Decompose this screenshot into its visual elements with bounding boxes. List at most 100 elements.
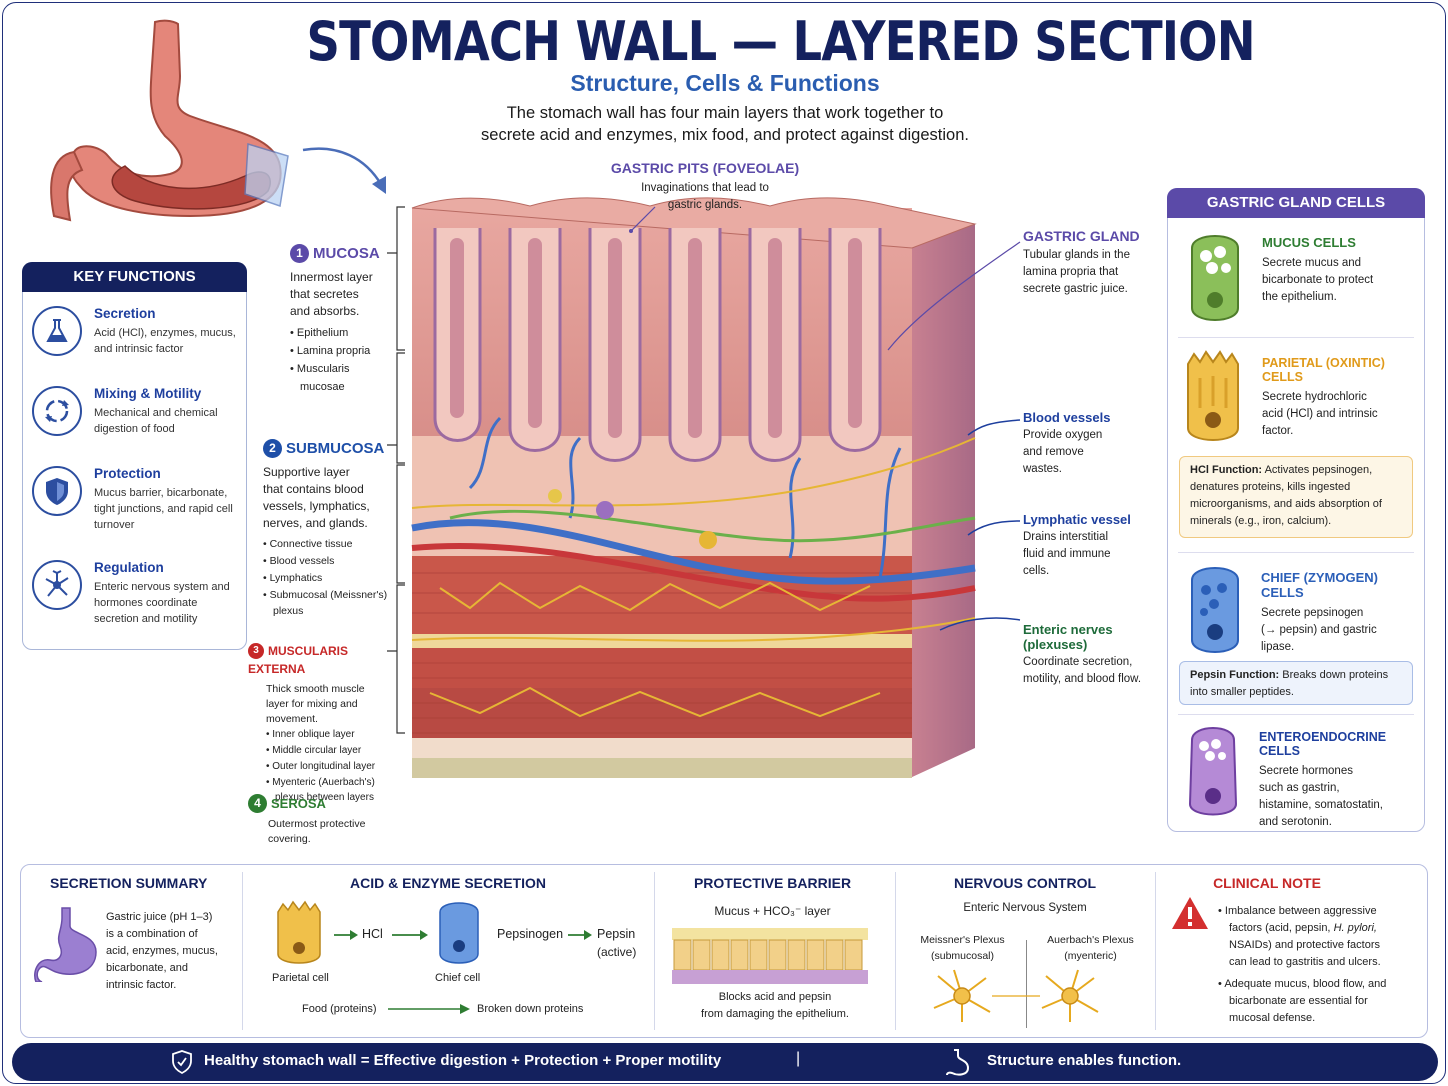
cell-text: bicarbonate to protect — [1262, 274, 1374, 286]
stomach-illustration — [50, 19, 289, 222]
function-text: Mechanical and chemical digestion of foo… — [94, 407, 218, 435]
function-title: Secretion — [94, 306, 156, 321]
block-side-face — [910, 224, 975, 778]
lymph-node — [548, 489, 562, 503]
layer-bullet: Muscularis — [296, 363, 350, 375]
layer-desc: that contains blood — [263, 482, 364, 496]
layer-desc: movement. — [266, 713, 318, 725]
intro-text: The stomach wall has four main layers th… — [430, 102, 1020, 146]
auerbach-label: Auerbach's Plexus (myenteric) — [1033, 932, 1148, 964]
cell-text: Secrete hydrochloric — [1262, 391, 1367, 403]
cell-text: Secrete pepsinogen — [1261, 607, 1364, 619]
layer-bullet: Outer longitudinal layer — [272, 761, 376, 772]
parietal-cell-small-icon — [277, 900, 321, 964]
food-proteins-label: Food (proteins) — [302, 1003, 377, 1015]
clinical-line: bicarbonate are essential for — [1229, 995, 1368, 1007]
vein-vessel — [411, 519, 976, 585]
page-title: STOMACH WALL — LAYERED SECTION — [306, 10, 1256, 73]
clinical-line: NSAIDs) and protective factors — [1229, 939, 1381, 951]
callout-title: GASTRIC PITS (FOVEOLAE) — [610, 160, 800, 176]
barrier-line: Blocks acid and pepsin — [718, 991, 832, 1003]
enteroendocrine-entry: ENTEROENDOCRINE CELLS Secrete hormones s… — [1259, 730, 1419, 831]
enteric-nerves-callout: Enteric nerves (plexuses) Coordinate sec… — [1023, 622, 1163, 688]
plexus-type: (submucosal) — [930, 950, 995, 962]
serosa-layer — [412, 738, 912, 758]
cell-title: CHIEF (ZYMOGEN) CELLS — [1261, 570, 1378, 600]
mucus-cells-entry: MUCUS CELLS Secrete mucus and bicarbonat… — [1262, 235, 1422, 306]
cell-text: acid (HCl) and intrinsic — [1262, 408, 1378, 420]
layer-desc: Innermost layer — [290, 270, 373, 284]
callout-text: cells. — [1023, 565, 1050, 577]
neuron-icon — [32, 560, 82, 610]
barrier-layer-label: Mucus + HCO₃⁻ layer — [714, 904, 831, 918]
callout-text: Provide oxygen — [1023, 429, 1103, 441]
cell-title: ENTEROENDOCRINE CELLS — [1259, 730, 1387, 758]
function-protection: Protection Mucus barrier, bicarbonate, t… — [32, 466, 242, 546]
bottom-summary-panel — [20, 864, 1428, 1038]
layer-desc: nerves, and glands. — [263, 516, 368, 530]
chief-cell-small-icon — [439, 902, 479, 964]
arrow-icon — [568, 930, 592, 940]
shield-icon — [172, 1050, 192, 1074]
pepsin-active-label: (active) — [597, 945, 637, 959]
function-title: Protection — [94, 466, 161, 481]
gland-lumens — [450, 238, 862, 438]
cell-text: (→ pepsin) and gastric — [1261, 624, 1377, 636]
footer-banner — [12, 1043, 1438, 1081]
footer-divider: | — [796, 1050, 801, 1067]
layer-bullet: Middle circular layer — [272, 745, 362, 756]
divider — [654, 872, 655, 1030]
layer-bullet: Blood vessels — [269, 555, 335, 567]
layer-bullet: Connective tissue — [269, 538, 353, 550]
chief-cell-caption: Chief cell — [435, 972, 481, 984]
summary-line: acid, enzymes, mucus, — [106, 945, 218, 957]
divider — [895, 872, 896, 1030]
layer-bullet: Inner oblique layer — [272, 729, 355, 740]
pits-leader-line — [629, 206, 656, 233]
clinical-line: mucosal defense. — [1229, 1012, 1316, 1024]
layer-number: 3 — [248, 642, 264, 659]
layer-bullet: plexus — [273, 605, 304, 617]
chief-cell-icon — [1191, 567, 1239, 653]
function-text: Mucus barrier, bicarbonate, tight juncti… — [94, 487, 233, 531]
parietal-cell-caption: Parietal cell — [272, 972, 329, 984]
ens-label: Enteric Nervous System — [963, 902, 1087, 914]
cycle-arrows-icon — [32, 386, 82, 436]
cell-text: and serotonin. — [1259, 816, 1332, 828]
layer-title: SUBMUCOSA — [286, 440, 385, 457]
muscularis-middle-layer — [412, 648, 912, 688]
layer-title: MUSCULARIS EXTERNA — [248, 643, 348, 676]
function-title: Regulation — [94, 560, 164, 575]
layer-desc: vessels, lymphatics, — [263, 499, 370, 513]
function-text: Acid (HCl), enzymes, mucus, and intrinsi… — [94, 327, 236, 355]
function-text: Enteric nervous system and hormones coor… — [94, 581, 230, 625]
pepsinogen-label: Pepsinogen — [497, 927, 564, 941]
epithelium-barrier-icon — [672, 928, 868, 984]
divider — [1026, 940, 1027, 1028]
enteric-nerves — [411, 437, 976, 718]
submucosa-layer — [412, 436, 912, 556]
gastric-pits-callout: GASTRIC PITS (FOVEOLAE) Invaginations th… — [595, 160, 815, 214]
pepsin-label: Pepsin — [597, 927, 636, 941]
broken-proteins-label: Broken down proteins — [477, 1003, 584, 1015]
layer-bullet: Submucosal (Meissner's) — [269, 589, 388, 601]
neuron-pair-icon — [933, 969, 1099, 1022]
gland-cells-title: GASTRIC GLAND CELLS — [1167, 188, 1425, 218]
lymphatic-vessel — [449, 509, 976, 543]
note-label: Pepsin Function: — [1190, 669, 1280, 681]
serosa-base — [412, 758, 912, 778]
layer-brackets — [387, 206, 405, 734]
callout-text: fluid and immune — [1023, 548, 1111, 560]
barrier-text: Blocks acid and pepsin from damaging the… — [660, 989, 890, 1023]
artery-vessel — [411, 543, 976, 602]
layer-bullet: Myenteric (Auerbach's) — [272, 777, 375, 788]
divider — [1155, 872, 1156, 1030]
summary-text: Gastric juice (pH 1–3) is a combination … — [106, 909, 238, 994]
cell-text: factor. — [1262, 425, 1294, 437]
vessel-branches — [468, 416, 902, 579]
